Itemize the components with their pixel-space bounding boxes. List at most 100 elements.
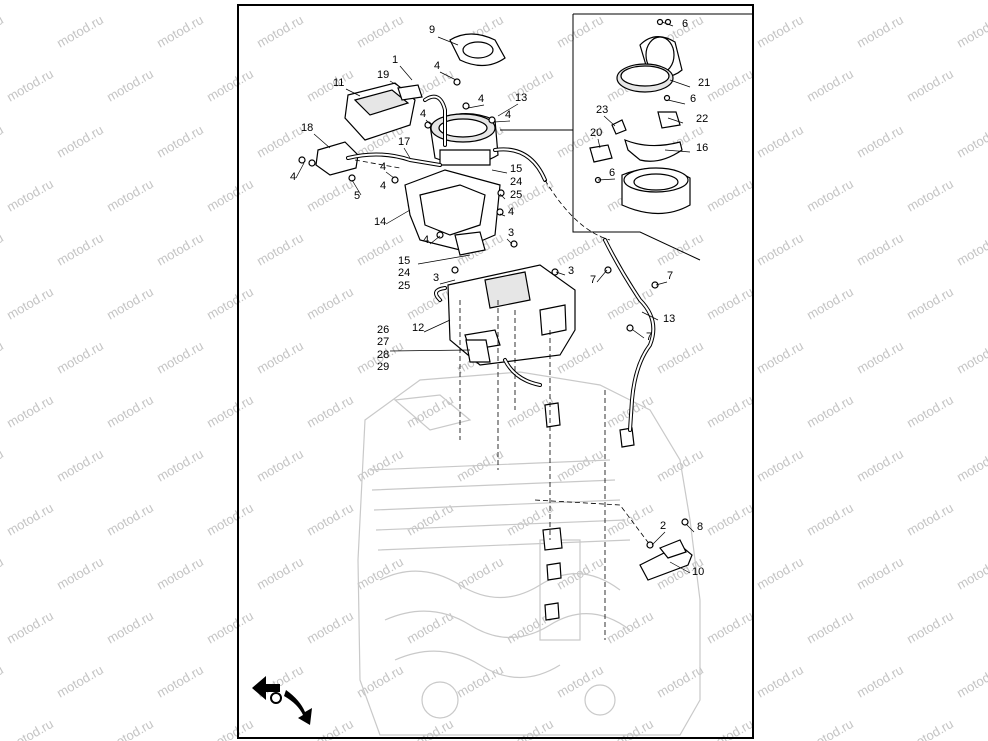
leader-line xyxy=(439,71,457,81)
callout-c26: 26 xyxy=(377,324,389,336)
watermark-text: motod.ru xyxy=(204,608,256,647)
callout-c20: 20 xyxy=(590,127,602,139)
callout-c4b: 4 xyxy=(478,93,484,105)
callout-c1: 1 xyxy=(392,54,398,66)
leader-line xyxy=(632,329,645,339)
mount-frame-part-14 xyxy=(404,169,501,256)
watermark-text: motod.ru xyxy=(704,500,756,539)
leader-line xyxy=(499,213,506,217)
leader-line xyxy=(655,281,668,286)
leader-line xyxy=(669,79,691,88)
watermark-text: motod.ru xyxy=(54,122,106,161)
callout-c3a: 3 xyxy=(508,227,514,239)
watermark-text: motod.ru xyxy=(104,284,156,323)
watermark-text: motod.ru xyxy=(154,554,206,593)
watermark-text: motod.ru xyxy=(354,12,406,51)
callout-c3b: 3 xyxy=(568,265,574,277)
callout-c10: 10 xyxy=(692,566,704,578)
watermark-text: motod.ru xyxy=(704,176,756,215)
watermark-text: motod.ru xyxy=(754,554,806,593)
callout-c3c: 3 xyxy=(433,272,439,284)
watermark-text: motod.ru xyxy=(4,608,56,647)
leader-line xyxy=(417,254,471,265)
watermark-text: motod.ru xyxy=(654,662,706,701)
fasteners xyxy=(298,18,689,549)
leader-line xyxy=(467,104,485,109)
watermark-text: motod.ru xyxy=(904,66,956,105)
leader-line xyxy=(555,271,566,276)
watermark-text: motod.ru xyxy=(0,662,6,701)
watermark-text: motod.ru xyxy=(854,662,906,701)
callout-c11: 11 xyxy=(333,77,344,89)
callout-c6c: 6 xyxy=(609,167,615,179)
callout-c18: 18 xyxy=(301,122,313,134)
inset-throttle-body xyxy=(621,167,691,214)
leader-line xyxy=(661,21,674,27)
watermark-text: motod.ru xyxy=(154,12,206,51)
watermark-text: motod.ru xyxy=(854,554,906,593)
watermark-text: motod.ru xyxy=(804,392,856,431)
watermark-text: motod.ru xyxy=(904,716,956,741)
watermark-text: motod.ru xyxy=(554,230,606,269)
leader-line xyxy=(437,36,459,46)
leader-line xyxy=(313,133,331,149)
callout-c25b: 25 xyxy=(398,280,410,292)
watermark-text: motod.ru xyxy=(254,446,306,485)
leader-line xyxy=(403,147,411,159)
watermark-text: motod.ru xyxy=(4,284,56,323)
watermark-text: motod.ru xyxy=(854,338,906,377)
callout-c13a: 13 xyxy=(515,92,527,104)
watermark-text: motod.ru xyxy=(4,176,56,215)
watermark-text: motod.ru xyxy=(904,392,956,431)
watermark-text: motod.ru xyxy=(304,500,356,539)
watermark-text: motod.ru xyxy=(804,500,856,539)
callout-c12: 12 xyxy=(412,322,424,334)
watermark-text: motod.ru xyxy=(204,500,256,539)
watermark-text: motod.ru xyxy=(604,608,656,647)
watermark-text: motod.ru xyxy=(304,608,356,647)
leader-line xyxy=(597,138,601,149)
watermark-text: motod.ru xyxy=(54,230,106,269)
watermark-text: motod.ru xyxy=(104,716,156,741)
watermark-text: motod.ru xyxy=(854,12,906,51)
watermark-text: motod.ru xyxy=(104,66,156,105)
callout-c24a: 24 xyxy=(510,176,522,188)
watermark-text: motod.ru xyxy=(154,338,206,377)
watermark-text: motod.ru xyxy=(754,446,806,485)
inset-cover-plate xyxy=(616,36,683,93)
watermark-text: motod.ru xyxy=(904,608,956,647)
watermark-text: motod.ru xyxy=(4,716,56,741)
watermark-text: motod.ru xyxy=(4,66,56,105)
leader-line xyxy=(603,115,616,127)
assembly-lines xyxy=(354,159,651,640)
callout-c28: 28 xyxy=(377,349,389,361)
watermark-text: motod.ru xyxy=(254,338,306,377)
watermark-text: motod.ru xyxy=(754,662,806,701)
watermark-text: motod.ru xyxy=(54,12,106,51)
leader-line xyxy=(493,120,511,123)
watermark-text: motod.ru xyxy=(854,122,906,161)
watermark-text: motod.ru xyxy=(154,446,206,485)
watermark-text: motod.ru xyxy=(0,446,6,485)
watermark-text: motod.ru xyxy=(204,284,256,323)
callout-c17: 17 xyxy=(398,136,410,148)
watermark-text: motod.ru xyxy=(554,446,606,485)
leader-line xyxy=(667,117,684,124)
leader-line xyxy=(389,80,403,89)
leader-lines xyxy=(295,21,695,574)
leader-line xyxy=(425,119,431,125)
leader-line xyxy=(399,65,413,81)
watermark-text: motod.ru xyxy=(4,392,56,431)
watermark-text: motod.ru xyxy=(754,122,806,161)
watermark-text: motod.ru xyxy=(754,338,806,377)
watermark-text: motod.ru xyxy=(404,608,456,647)
watermark-text: motod.ru xyxy=(904,284,956,323)
watermark-text: motod.ru xyxy=(854,446,906,485)
watermark-text: motod.ru xyxy=(754,230,806,269)
watermark-text: motod.ru xyxy=(204,176,256,215)
leader-line xyxy=(351,179,362,196)
watermark-text: motod.ru xyxy=(254,122,306,161)
callout-c7c: 7 xyxy=(646,331,652,343)
watermark-text: motod.ru xyxy=(804,66,856,105)
watermark-text: motod.ru xyxy=(554,662,606,701)
